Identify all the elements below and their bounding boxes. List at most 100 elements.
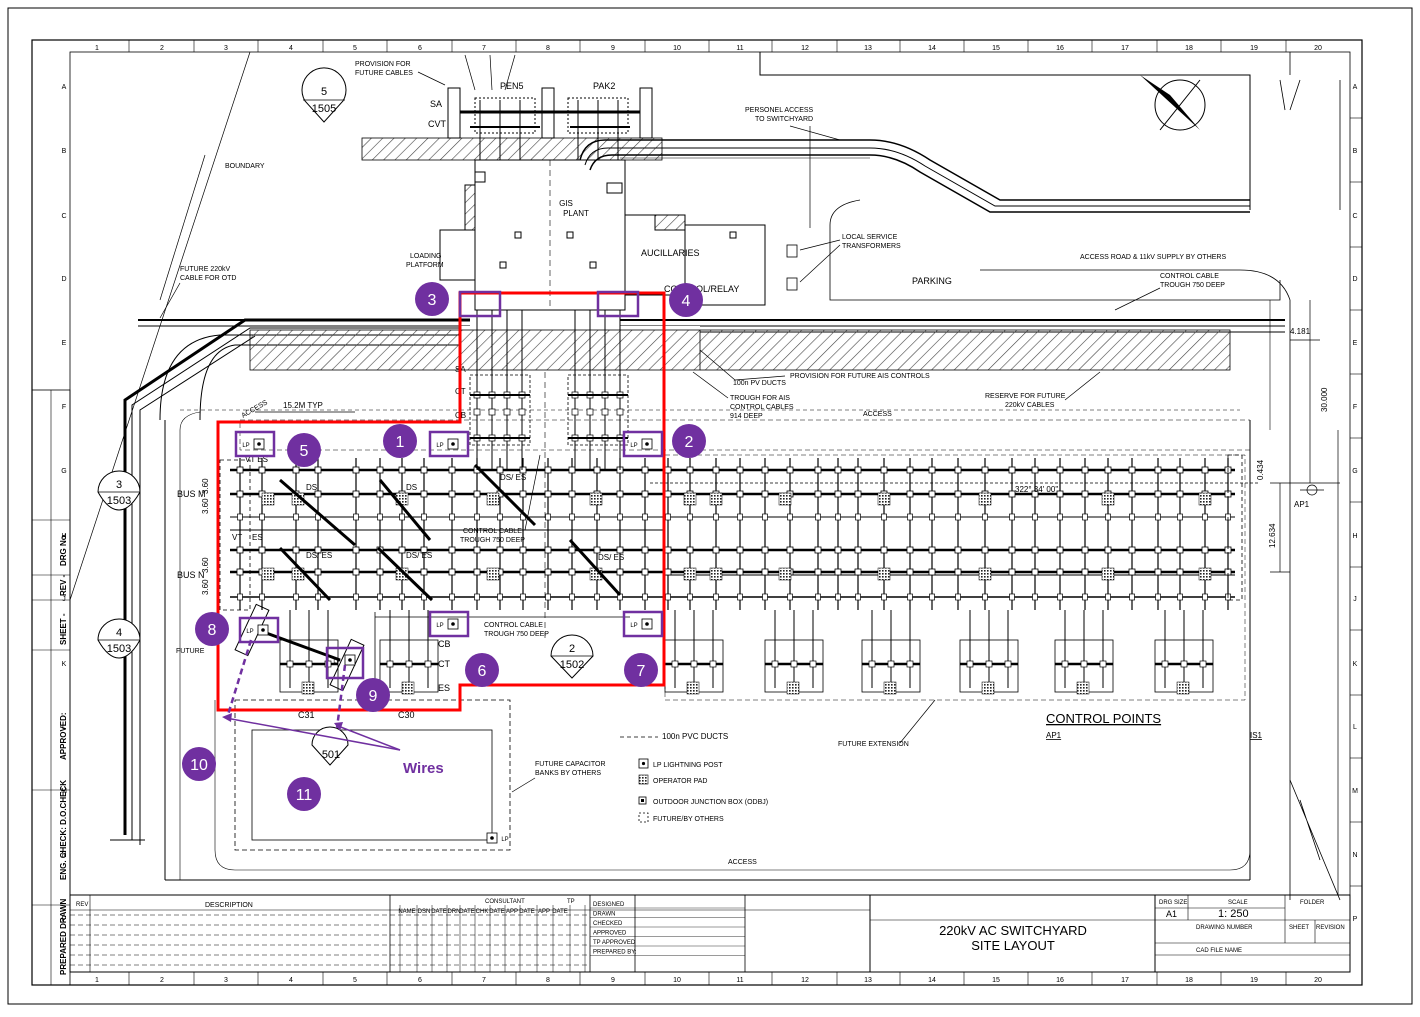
insulator xyxy=(448,466,456,474)
lp-box-7 xyxy=(622,610,664,638)
insulator xyxy=(1082,593,1088,601)
insulator xyxy=(1128,546,1136,554)
insulator xyxy=(474,593,480,601)
insulator xyxy=(293,593,299,601)
row-label-left: E xyxy=(62,340,67,347)
revision-col-label: APP xyxy=(538,909,550,915)
row-label-right: N xyxy=(1352,852,1357,859)
insulator xyxy=(544,466,552,474)
insulator xyxy=(449,593,455,601)
column-label-top: 3 xyxy=(224,45,228,52)
svg-text:DS/ ES: DS/ ES xyxy=(500,473,526,482)
role-label: APPROVED xyxy=(593,931,627,937)
insulator xyxy=(787,513,793,521)
svg-text:220kV CABLES: 220kV CABLES xyxy=(1005,402,1055,409)
operator-pad xyxy=(401,681,415,695)
insulator xyxy=(1177,513,1183,521)
row-label-right: F xyxy=(1353,404,1357,411)
row-label-right: G xyxy=(1352,468,1357,475)
operator-pad xyxy=(786,681,800,695)
insulator xyxy=(1082,513,1088,521)
insulator xyxy=(906,568,914,576)
insulator xyxy=(686,466,694,474)
insulator xyxy=(1154,546,1162,554)
capacitor-bank-dashed xyxy=(234,699,511,851)
insulator xyxy=(352,490,360,498)
operator-pad xyxy=(877,492,891,506)
row-label-left: G xyxy=(61,468,66,475)
insulator xyxy=(881,593,887,601)
insulator xyxy=(966,660,974,668)
svg-text:RESERVE FOR FUTURE: RESERVE FOR FUTURE xyxy=(985,393,1066,400)
insulator xyxy=(1081,546,1089,554)
column-label-bottom: 2 xyxy=(160,977,164,984)
insulator xyxy=(1105,513,1111,521)
column-label-bottom: 6 xyxy=(418,977,422,984)
insulator xyxy=(473,490,481,498)
insulator xyxy=(377,593,383,601)
svg-text:TROUGH 750 DEEP: TROUGH 750 DEEP xyxy=(484,631,549,638)
insulator xyxy=(237,513,243,521)
insulator xyxy=(1104,546,1112,554)
insulator xyxy=(762,513,768,521)
insulator xyxy=(1202,593,1208,601)
insulator xyxy=(709,660,717,668)
column-label-top: 13 xyxy=(864,45,872,52)
column-label-top: 14 xyxy=(928,45,936,52)
insulator xyxy=(687,593,693,601)
svg-text:ACCESS: ACCESS xyxy=(863,411,892,418)
insulator xyxy=(314,490,322,498)
column-label-bottom: 8 xyxy=(546,977,550,984)
svg-text:CONTROL POINTS: CONTROL POINTS xyxy=(1046,711,1161,726)
insulator xyxy=(1031,568,1039,576)
callout-8 xyxy=(195,612,229,646)
insulator xyxy=(815,593,821,601)
insulator xyxy=(448,546,456,554)
hatched-road-mid xyxy=(249,329,1231,371)
operator-pad xyxy=(1198,567,1212,581)
insulator xyxy=(545,513,551,521)
operator-pad xyxy=(1076,681,1090,695)
revision-col-label: NAME xyxy=(398,909,415,915)
insulator xyxy=(1056,490,1064,498)
callout-label-7: 7 xyxy=(637,663,646,680)
row-label-right: L xyxy=(1353,724,1357,731)
insulator xyxy=(713,513,719,521)
insulator xyxy=(473,546,481,554)
lp-box-6 xyxy=(428,610,470,638)
lightning-post-dot xyxy=(348,658,352,662)
insulator xyxy=(687,513,693,521)
lp-box-4 xyxy=(596,290,640,318)
insulator xyxy=(761,568,769,576)
svg-text:DS: DS xyxy=(306,483,317,492)
svg-text:TP: TP xyxy=(567,899,575,905)
insulator xyxy=(1008,490,1016,498)
insulator xyxy=(420,568,428,576)
svg-text:FUTURE EXTENSION: FUTURE EXTENSION xyxy=(838,741,909,748)
insulator xyxy=(569,593,575,601)
insulator xyxy=(1056,568,1064,576)
operator-pad xyxy=(486,492,500,506)
insulator xyxy=(236,568,244,576)
insulator xyxy=(376,568,384,576)
svg-text:PAK2: PAK2 xyxy=(593,81,615,91)
reference-bubble-5-1505: 5 1505 xyxy=(301,67,347,123)
insulator xyxy=(762,593,768,601)
insulator xyxy=(814,546,822,554)
operator-pad xyxy=(978,492,992,506)
insulator xyxy=(906,660,914,668)
insulator xyxy=(353,513,359,521)
operator-pad xyxy=(709,567,723,581)
column-label-bottom: 7 xyxy=(482,977,486,984)
insulator xyxy=(713,593,719,601)
site-outline xyxy=(159,52,1341,900)
insulator xyxy=(928,568,936,576)
column-label-top: 10 xyxy=(673,45,681,52)
north-arrow-icon xyxy=(1140,75,1206,131)
insulator xyxy=(954,490,962,498)
insulator xyxy=(259,513,265,521)
insulator xyxy=(671,660,679,668)
column-label-bottom: 11 xyxy=(736,977,743,984)
